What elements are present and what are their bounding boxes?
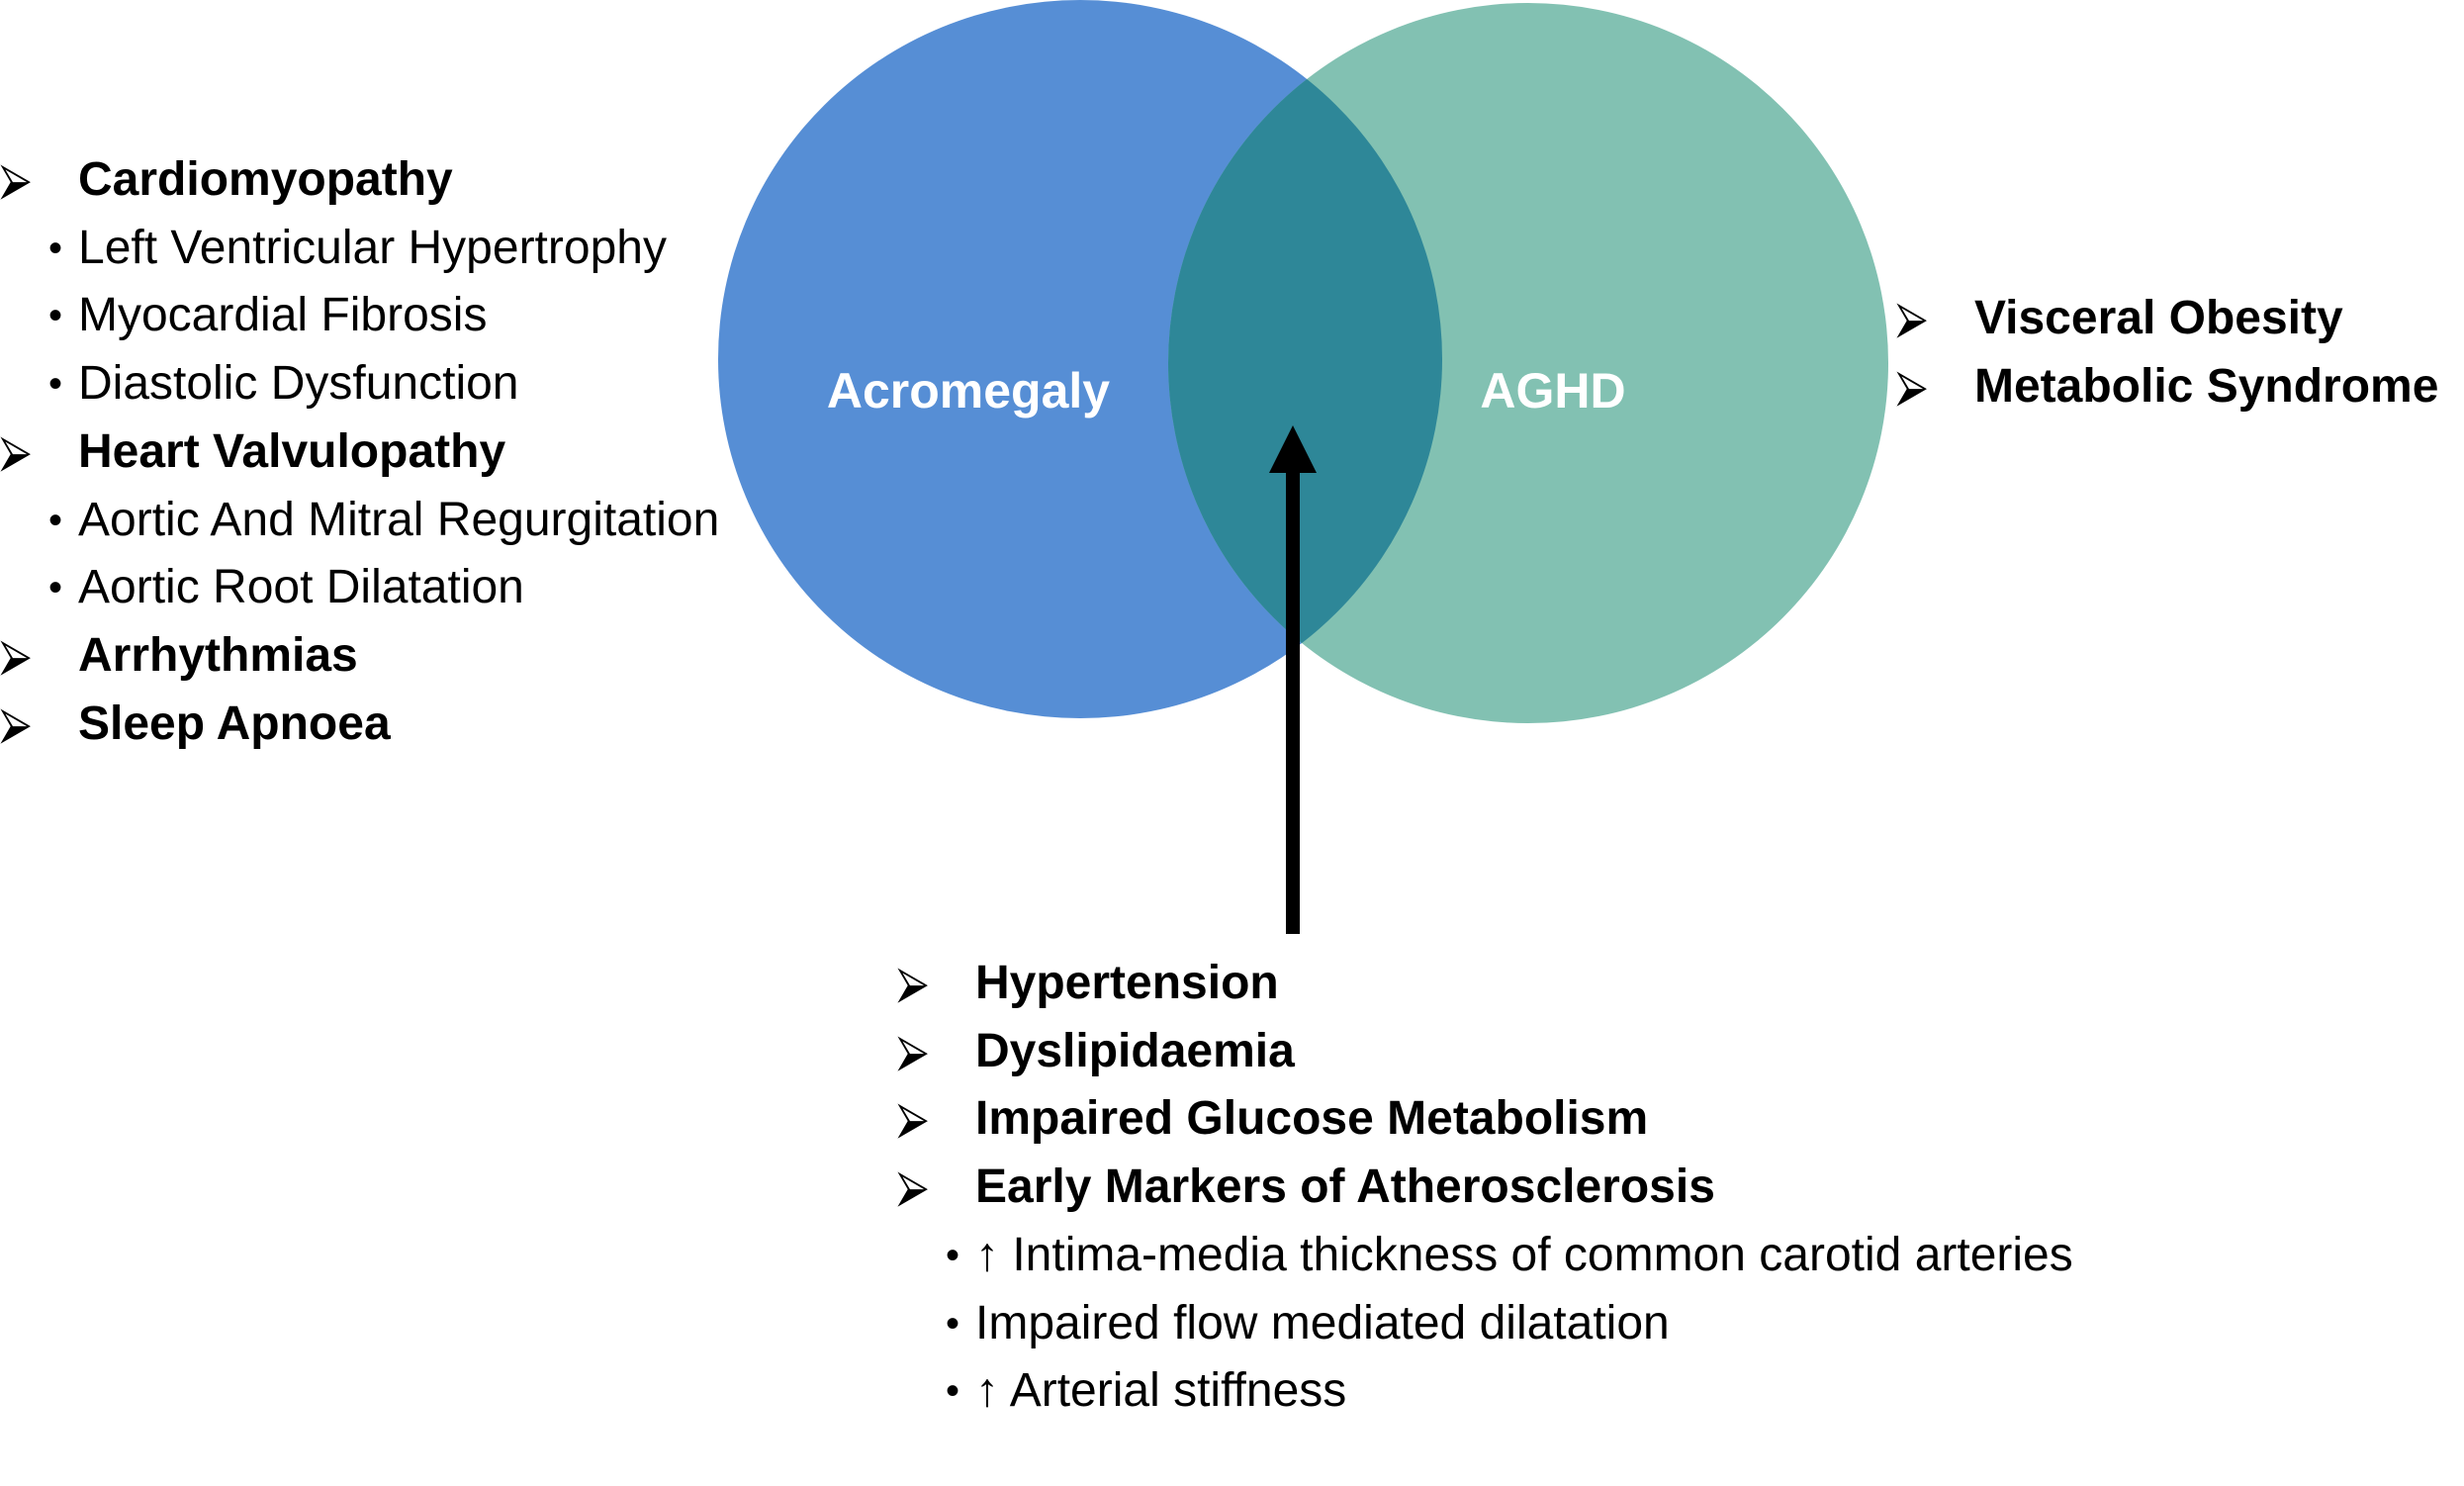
list-item-text: Diastolic Dysfunction	[78, 357, 519, 411]
list-item: • Diastolic Dysfunction	[48, 350, 751, 418]
list-item: • Aortic And Mitral Regurgitation	[48, 487, 751, 555]
overlap-region	[1168, 3, 1442, 718]
acromegaly-label: Acromegaly	[827, 363, 1110, 418]
list-item: • Impaired flow mediated dilatation	[946, 1290, 2083, 1358]
arrowhead-bullet-icon: ⮚	[897, 958, 929, 1008]
list-heading: ⮚ Metabolic Syndrome	[1896, 353, 2439, 421]
list-item-text: Early Markers of Atherosclerosis	[975, 1161, 1715, 1214]
list-item-text: Sleep Apnoea	[78, 697, 391, 750]
arrowhead-bullet-icon: ⮚	[0, 425, 32, 477]
arrowhead-bullet-icon: ⮚	[897, 1161, 929, 1213]
list-heading: ⮚ Early Markers of Atherosclerosis	[897, 1154, 2083, 1222]
list-item-text: Visceral Obesity	[1974, 292, 2343, 344]
list-heading: ⮚ Cardiomyopathy	[0, 146, 751, 215]
list-heading: ⮚ Heart Valvulopathy	[0, 418, 751, 487]
arrowhead-bullet-icon: ⮚	[0, 697, 32, 749]
list-item: • Left Ventricular Hypertrophy	[48, 215, 751, 283]
arrow-head	[1269, 425, 1317, 473]
dot-bullet-icon: •	[48, 226, 63, 270]
list-item-text: ↑ Intima-media thickness of common carot…	[975, 1228, 2073, 1281]
list-heading: ⮚ Visceral Obesity	[1896, 285, 2438, 353]
list-item: • ↑ Intima-media thickness of common caro…	[946, 1222, 2083, 1290]
list-heading: ⮚ Hypertension	[897, 950, 2083, 1018]
list-item-text: Dyslipidaemia	[975, 1024, 1295, 1077]
list-item-text: Aortic And Mitral Regurgitation	[78, 493, 720, 546]
list-heading: ⮚ Dyslipidaemia	[897, 1018, 2083, 1086]
dot-bullet-icon: •	[946, 1369, 960, 1414]
aghd-complications-list: ⮚ Visceral Obesity ⮚ Metabolic Syndrome	[1896, 285, 2439, 421]
list-item-text: Heart Valvulopathy	[78, 424, 506, 478]
arrowhead-bullet-icon: ⮚	[0, 629, 32, 681]
arrowhead-bullet-icon: ⮚	[0, 154, 32, 205]
list-heading: ⮚ Impaired Glucose Metabolism	[897, 1085, 2083, 1154]
dot-bullet-icon: •	[48, 498, 63, 542]
list-item-text: Hypertension	[975, 957, 1279, 1009]
arrowhead-bullet-icon: ⮚	[1896, 360, 1928, 412]
list-item-text: ↑ Arterial stiffness	[975, 1364, 1347, 1418]
dot-bullet-icon: •	[48, 294, 63, 338]
list-item-text: Aortic Root Dilatation	[78, 561, 524, 614]
aghd-label: AGHD	[1480, 363, 1625, 418]
list-item: • Aortic Root Dilatation	[48, 554, 751, 622]
acromegaly-complications-list: ⮚ Cardiomyopathy • Left Ventricular Hypertr…	[0, 146, 751, 759]
dot-bullet-icon: •	[946, 1233, 960, 1277]
list-item-text: Cardiomyopathy	[78, 153, 453, 206]
list-heading: ⮚ Arrhythmias	[0, 622, 751, 691]
list-item-text: Arrhythmias	[78, 628, 358, 682]
arrowhead-bullet-icon: ⮚	[897, 1093, 929, 1145]
list-item: • ↑ Arterial stiffness	[946, 1357, 2083, 1426]
arrowhead-bullet-icon: ⮚	[1896, 293, 1928, 343]
list-heading: ⮚ Sleep Apnoea	[0, 691, 751, 759]
list-item-text: Myocardial Fibrosis	[78, 289, 488, 342]
shared-complications-list: ⮚ Hypertension ⮚ Dyslipidaemia ⮚ Impaired Glu…	[897, 950, 2083, 1426]
list-item-text: Impaired Glucose Metabolism	[975, 1092, 1649, 1146]
arrowhead-bullet-icon: ⮚	[897, 1025, 929, 1076]
list-item-text: Impaired flow mediated dilatation	[975, 1296, 1670, 1349]
list-item-text: Left Ventricular Hypertrophy	[78, 221, 667, 274]
list-item: • Myocardial Fibrosis	[48, 282, 751, 350]
dot-bullet-icon: •	[946, 1301, 960, 1346]
list-item-text: Metabolic Syndrome	[1974, 359, 2439, 413]
dot-bullet-icon: •	[48, 566, 63, 610]
dot-bullet-icon: •	[48, 362, 63, 407]
